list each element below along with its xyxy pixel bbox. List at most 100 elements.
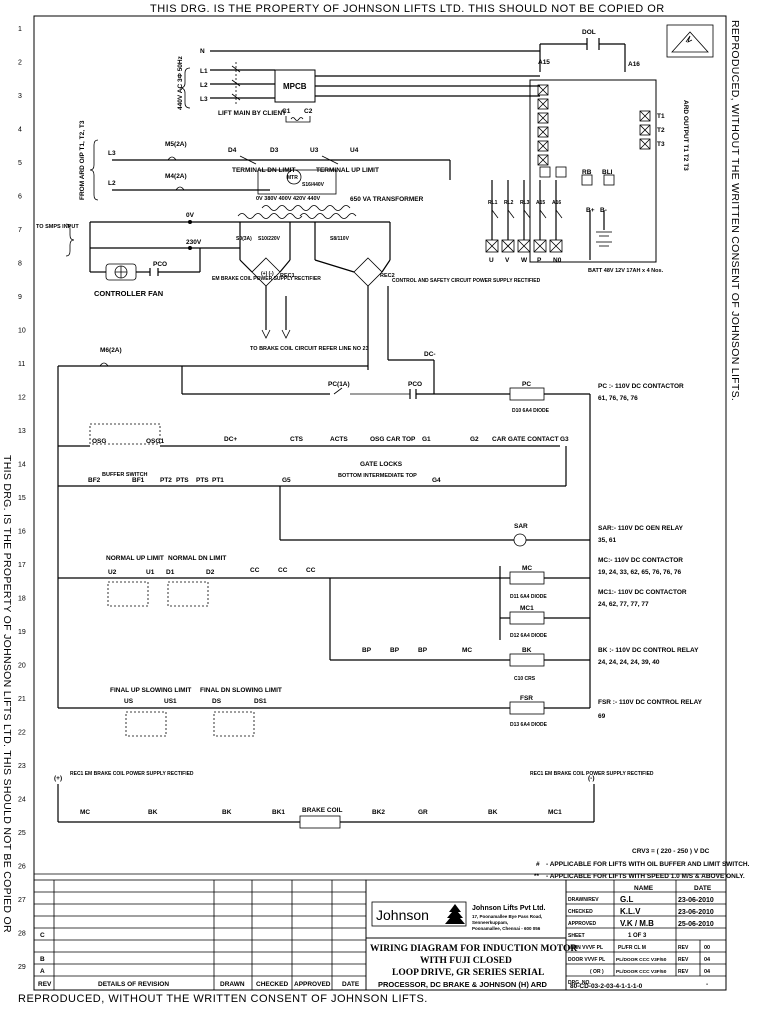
rev-value-3: 04 xyxy=(704,969,711,975)
drawing-border xyxy=(33,15,727,991)
row-number: 25 xyxy=(18,830,26,837)
c10-label: C10 CRS xyxy=(514,676,536,682)
checked-name: K.L.V xyxy=(620,907,641,916)
tap-label: 0V 380V 400V 420V 440V xyxy=(256,196,321,202)
logo-tree-icon xyxy=(445,904,465,924)
border-right-text: REPRODUCED, WITHOUT THE WRITTEN CONSENT … xyxy=(729,20,741,401)
row-number: 12 xyxy=(18,395,26,402)
term-u3: U3 xyxy=(310,147,319,154)
door-vvvf-label: DOOR VVVF PL xyxy=(568,957,605,963)
mc1-coil xyxy=(509,611,545,625)
row-number: 2 xyxy=(18,60,22,67)
ard-output-label: ARD OUTPUT T1 T2 T3 xyxy=(682,100,689,171)
rev-row-c: C xyxy=(40,932,45,939)
fsr-coil xyxy=(509,701,545,715)
d2-label: D2 xyxy=(206,569,215,576)
battery-label: BATT 48V 12V 17AH x 4 Nos. xyxy=(588,268,664,274)
us-label: US xyxy=(124,698,134,705)
mpcb-c1: C1 xyxy=(282,108,291,115)
relay-label: A15 xyxy=(536,200,545,206)
svg-text:(-): (-) xyxy=(588,775,595,782)
v0-label: 0V xyxy=(186,212,195,219)
d13-label: D13 6A4 DIODE xyxy=(510,722,548,728)
rec2-bridge xyxy=(353,257,383,287)
row-number: 21 xyxy=(18,696,26,703)
brake-coil-label: BRAKE COIL xyxy=(302,807,342,814)
control-ladder: M6(2A) PC(1A) PCO PC D10 6A4 DIODE PC :-… xyxy=(57,347,703,737)
dol-label: DOL xyxy=(582,29,596,36)
brake-rect-label: EM BRAKE COIL POWER SUPPLY RECTIFIER xyxy=(212,276,321,282)
cc3-label: CC xyxy=(306,567,316,574)
mc1-note: MC1:- 110V DC CONTACTOR xyxy=(598,589,687,596)
term-l3: L3 xyxy=(108,150,116,157)
pc-coil xyxy=(509,387,545,401)
approved-date: 25-06-2010 xyxy=(678,921,714,928)
from-ard-label: FROM ARD O/P T1, T2, T3 xyxy=(79,120,86,200)
rev-label-1: REV xyxy=(678,945,689,951)
mc1-lines: 24, 62, 77, 77, 77 xyxy=(598,601,649,608)
rev-head-rev: REV xyxy=(38,981,52,988)
drive-terminal xyxy=(581,174,593,186)
output-terminal xyxy=(639,124,651,136)
pc-note: PC :- 110V DC CONTACTOR xyxy=(598,383,684,390)
mc1-coil-label: MC1 xyxy=(520,605,534,612)
buffer-label: BUFFER SWITCH xyxy=(102,472,148,478)
drive-terminal xyxy=(603,174,615,186)
control-supply: TO SMPS INPUT 0V 230V PCO CONTROLLER FAN… xyxy=(36,212,541,370)
border-top-text: THIS DRG. IS THE PROPERTY OF JOHNSON LIF… xyxy=(150,3,665,15)
drive-terminal-label: P xyxy=(537,257,542,264)
svg-text:#: # xyxy=(536,861,540,868)
mpcb-label: MPCB xyxy=(283,82,307,91)
output-terminal xyxy=(639,138,651,150)
term-d4: D4 xyxy=(228,147,237,154)
company-name: Johnson Lifts Pvt Ltd. xyxy=(472,905,546,912)
pc-coil-label: PC xyxy=(522,381,531,388)
brake-mc: MC xyxy=(80,809,90,816)
drive-terminal xyxy=(537,154,549,166)
pco2-label: PCO xyxy=(408,381,422,388)
acts-label: ACTS xyxy=(330,436,348,443)
drive-terminal xyxy=(555,166,567,178)
to-smps-label: TO SMPS INPUT xyxy=(36,224,79,230)
fuse-m6: M6(2A) xyxy=(100,347,122,354)
drawing-title-3: LOOP DRIVE, GR SERIES SERIAL xyxy=(392,968,544,978)
row-number: 3 xyxy=(18,93,22,100)
row-number: 16 xyxy=(18,529,26,536)
output-terminal xyxy=(639,110,651,122)
sar-coil-label: SAR xyxy=(514,523,528,530)
sar-coil xyxy=(513,533,527,547)
note-speed: - APPLICABLE FOR LIFTS WITH SPEED 1.0 M/… xyxy=(546,873,745,880)
checked-date: 23-06-2010 xyxy=(678,909,714,916)
drive-terminal xyxy=(537,98,549,110)
drive-bli: BLI xyxy=(602,169,613,176)
drive-terminal xyxy=(537,140,549,152)
pc-lines: 61, 76, 76, 76 xyxy=(598,395,638,402)
rev-head-date: DATE xyxy=(342,981,360,988)
rev-head-details: DETAILS OF REVISION xyxy=(98,981,169,988)
mc-lines: 19, 24, 33, 62, 65, 76, 76, 76 xyxy=(598,569,682,576)
border-bottom-text: REPRODUCED, WITHOUT THE WRITTEN CONSENT … xyxy=(18,993,428,1005)
bk-coil-label: BK xyxy=(522,647,532,654)
controller-fan-label: CONTROLLER FAN xyxy=(94,289,163,298)
approved-name: V.K / M.B xyxy=(620,919,654,928)
rev-row-a: A xyxy=(40,968,45,975)
main-vvvf-value: PL/FR CL M xyxy=(618,945,646,951)
row-number: 20 xyxy=(18,663,26,670)
drawn-date: 23-06-2010 xyxy=(678,897,714,904)
drive-t1: T1 xyxy=(657,113,665,120)
limit-section: FROM ARD O/P T1, T2, T3 L3 L2 M5(2A) M4(… xyxy=(79,120,451,211)
rev-head-drawn: DRAWN xyxy=(220,981,245,988)
mc-coil xyxy=(509,571,545,585)
row-number: 18 xyxy=(18,596,26,603)
cc1-label: CC xyxy=(250,567,260,574)
bk-coil xyxy=(509,653,545,667)
brake-coil xyxy=(299,815,341,829)
bk-note: BK :- 110V DC CONTROL RELAY xyxy=(598,647,699,654)
row-number: 4 xyxy=(18,127,22,134)
ds-label: DS xyxy=(212,698,222,705)
drawing-title-4: PROCESSOR, DC BRAKE & JOHNSON (H) ARD xyxy=(378,980,547,989)
dcplus-label: DC+ xyxy=(224,436,237,443)
pt1-label: PT1 xyxy=(212,477,224,484)
row-number: 19 xyxy=(18,629,26,636)
svg-text:(+): (+) xyxy=(54,775,62,782)
